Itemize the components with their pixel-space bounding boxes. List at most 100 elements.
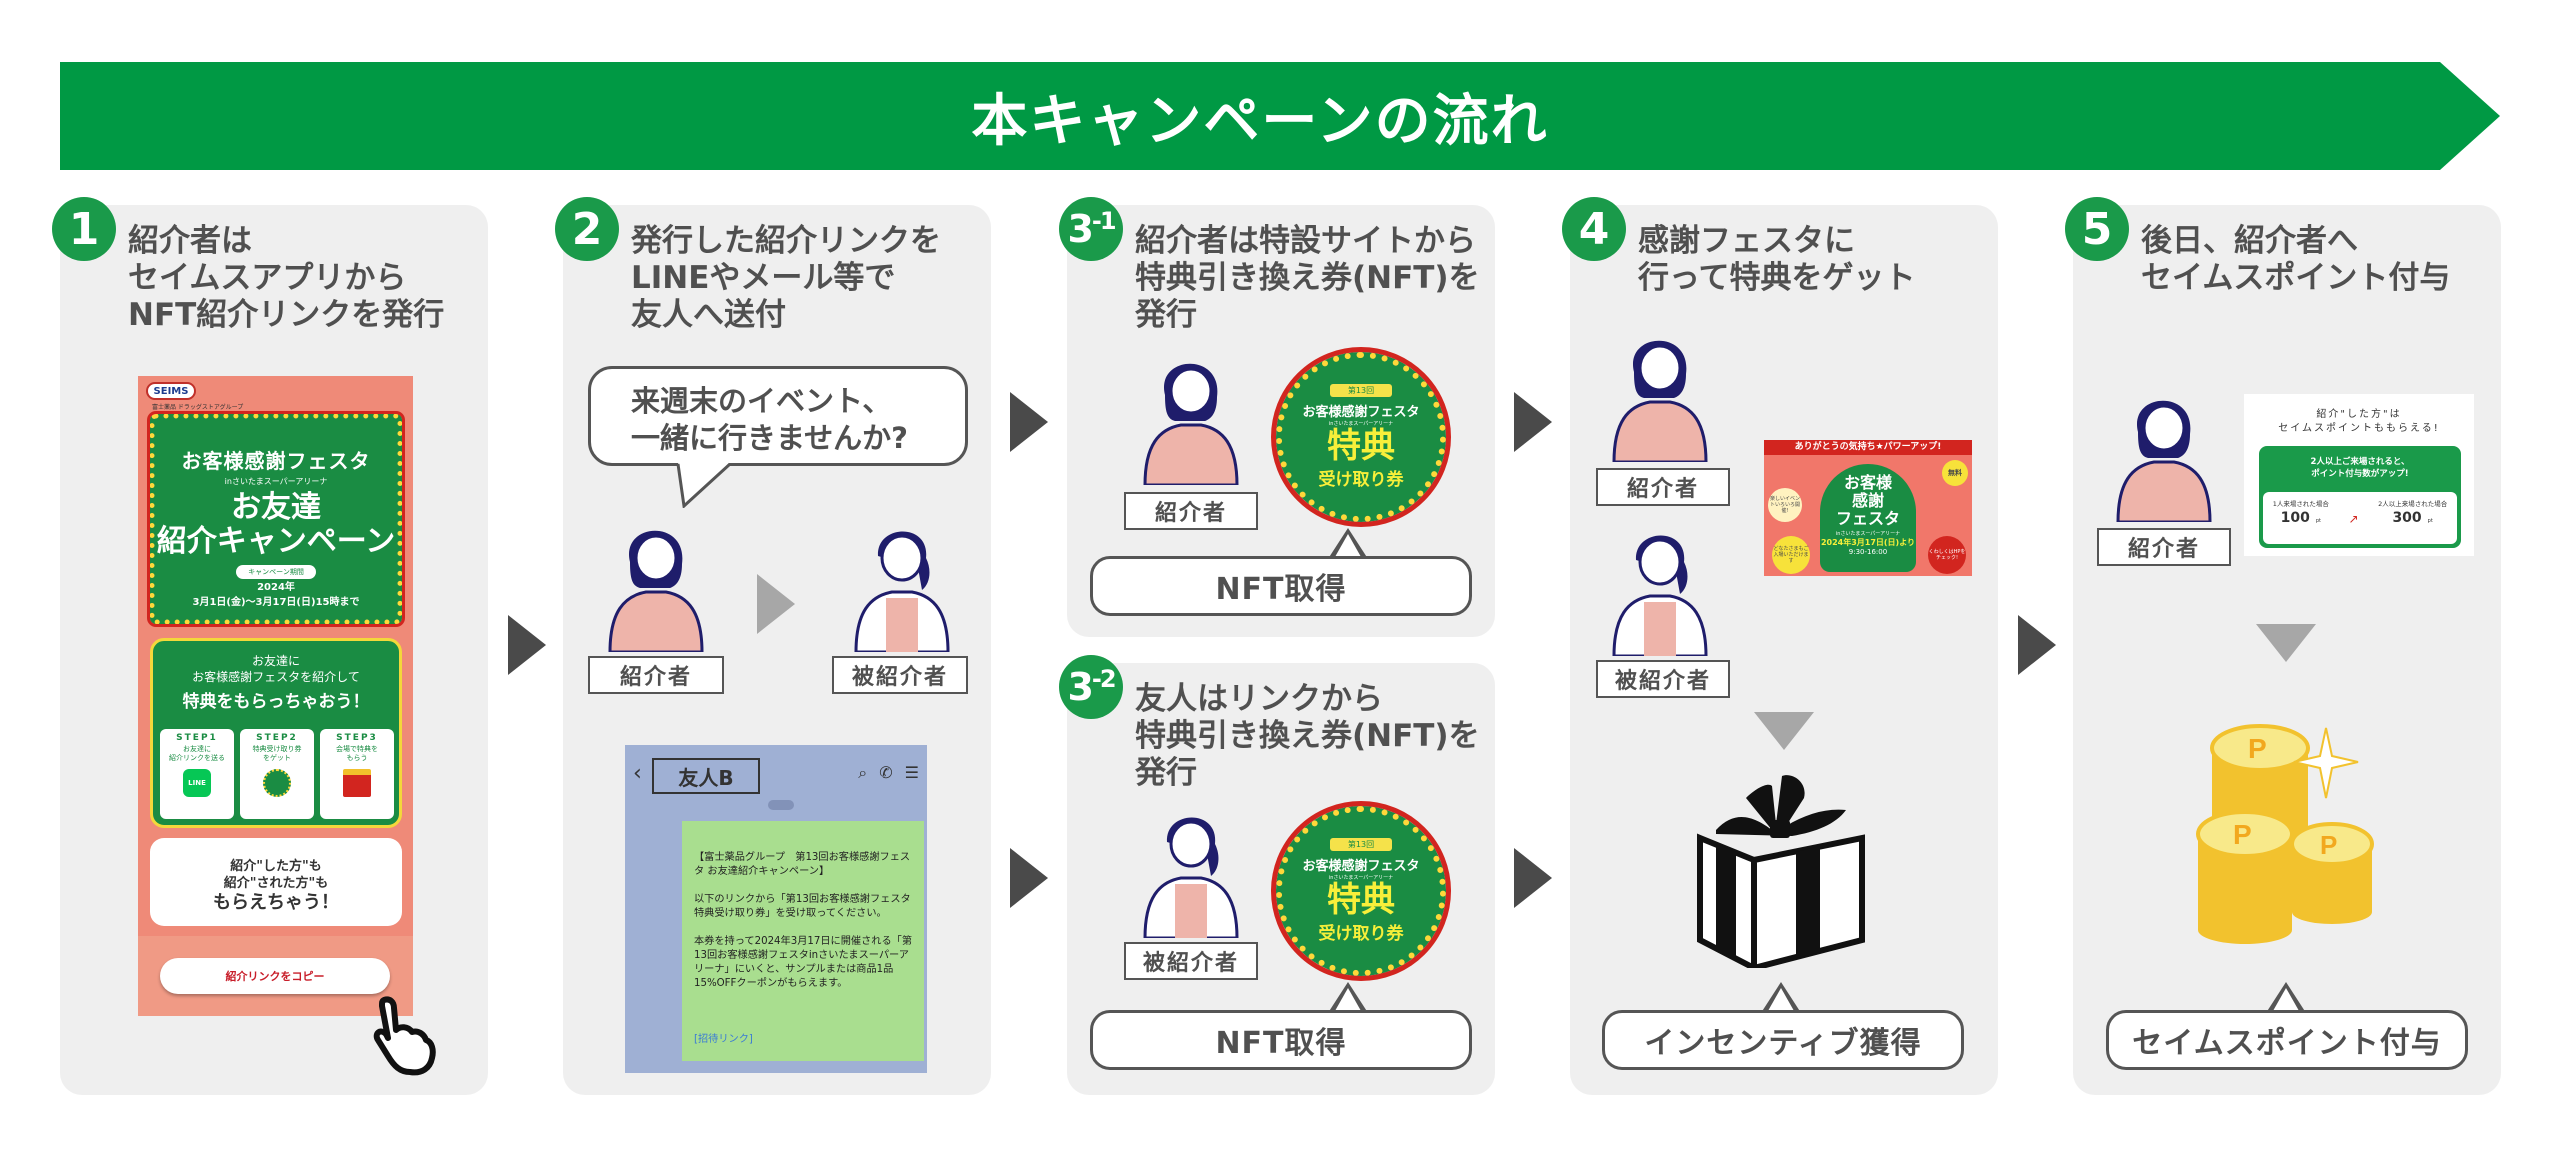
search-icon[interactable]: ⌕: [858, 763, 868, 782]
case-2-label: 2人以上来場された場合: [2378, 500, 2448, 508]
phone-footer: 紹介リンクをコピー: [138, 936, 413, 1016]
invite-link[interactable]: [招待リンク]: [694, 1034, 753, 1045]
referee-label: 被紹介者: [1596, 660, 1730, 698]
logo-subtext: 富士薬品 ドラッグストアグループ: [152, 404, 244, 411]
point-coins-icon: P P P: [2196, 724, 2374, 944]
incentive-acquired-callout: インセンティブ獲得: [1602, 1010, 1964, 1070]
case-2-value: 300: [2392, 510, 2422, 526]
flow-arrow-3-1-to-4: [1514, 392, 1552, 452]
mini-steps: STEP1 お友達に 紹介リンクを送る LINE STEP2 特典受け取り券 を…: [160, 729, 394, 819]
unit: pt: [2427, 518, 2433, 524]
ticket-icon: [263, 769, 291, 797]
svg-text:P: P: [2320, 830, 2337, 860]
nft-acquired-callout-2: NFT取得: [1090, 1010, 1472, 1070]
invite-speech-bubble: 来週末のイベント、 一緒に行きませんか?: [588, 366, 968, 466]
chat-contact-name: 友人B: [652, 758, 760, 794]
step-3-1-badge: 3-1: [1059, 197, 1123, 261]
campaign-board: お客様感謝フェスタ inさいたまスーパーアリーナ お友達 紹介キャンペーン キャ…: [147, 411, 405, 627]
header-arrow-shape: [60, 62, 2500, 170]
mini-step-text: 会場で特典を もらう: [336, 745, 378, 762]
referrer-person-icon: [1143, 363, 1239, 485]
banner-note-left: 楽しいイベントいろいろ開催!: [1768, 488, 1802, 522]
gift-box-icon: [1697, 775, 1865, 968]
campaign-flow-header: 本キャンペーンの流れ: [60, 62, 2500, 170]
flow-arrow-3-2-to-4: [1514, 848, 1552, 908]
both-line-1: 紹介"した方"も: [230, 859, 322, 874]
ticket-venue: inさいたまスーパーアリーナ: [1328, 875, 1394, 881]
line-chat-mockup: ‹ 友人B ⌕ ✆ ☰ 【富士薬品グループ 第13回お客様感謝フェスタ お友達紹…: [625, 745, 927, 1073]
date-chip: [768, 800, 794, 810]
mini-step-label: STEP2: [256, 733, 298, 743]
step-3-2-title: 友人はリンクから 特典引き換え券(NFT)を 発行: [1135, 681, 1480, 791]
referee-label: 被紹介者: [832, 656, 968, 694]
intro-card: お友達に お客様感謝フェスタを紹介して 特典をもらっちゃおう！ STEP1 お友…: [150, 638, 402, 828]
coin-stack-right: P: [2290, 822, 2374, 924]
both-receive-card: 紹介"した方"も 紹介"された方"も もらえちゃう！: [150, 838, 402, 926]
ticket-venue: inさいたまスーパーアリーナ: [1328, 421, 1394, 427]
svg-text:P: P: [2248, 733, 2267, 764]
mini-step-3: STEP3 会場で特典を もらう: [320, 729, 394, 819]
points-case-2: 2人以上来場された場合 300 pt: [2378, 492, 2447, 544]
referrer-label: 紹介者: [1124, 492, 1258, 530]
referrer-person-icon: [608, 530, 704, 652]
gift-icon: [343, 769, 371, 797]
step-5-title: 後日、紹介者へ セイムスポイント付与: [2141, 223, 2451, 296]
referrer-label: 紹介者: [588, 656, 724, 694]
ticket-event: お客様感謝フェスタ: [1302, 859, 1420, 874]
app-screen-mockup: SEIMS 富士薬品 ドラッグストアグループ お客様感謝フェスタ inさいたまス…: [138, 376, 413, 1016]
intro-line-1: お友達に: [251, 654, 300, 668]
step-4-badge: 4: [1562, 197, 1626, 261]
banner-free-badge: 無料: [1942, 460, 1968, 486]
mini-step-label: STEP1: [176, 733, 218, 743]
bubble-text: 来週末のイベント、 一緒に行きませんか?: [631, 384, 908, 455]
banner-date: 2024年3月17日(日)より: [1820, 538, 1916, 547]
message-text: 【富士薬品グループ 第13回お客様感謝フェスタ お友達紹介キャンペーン】 以下の…: [694, 852, 913, 989]
flow-arrow-4-to-5: [2018, 615, 2056, 675]
banner-venue: inさいたまスーパーアリーナ: [1835, 531, 1901, 537]
referee-person-icon: [1612, 535, 1708, 656]
svg-text:P: P: [2233, 819, 2252, 850]
event-venue: inさいたまスーパーアリーナ: [224, 477, 328, 486]
nft-ticket-image: 第13回 お客様感謝フェスタ inさいたまスーパーアリーナ 特典 受け取り券: [1271, 801, 1451, 981]
nft-acquired-callout-1: NFT取得: [1090, 556, 1472, 616]
banner-event-name: お客様 感謝 フェスタ: [1835, 473, 1900, 528]
referrer-person-icon: [1612, 340, 1708, 462]
ticket-sub: 受け取り券: [1318, 924, 1404, 944]
case-1-value: 100: [2280, 510, 2310, 526]
referrer-label: 紹介者: [1596, 468, 1730, 506]
header-title: 本キャンペーンの流れ: [971, 88, 1549, 154]
both-line-2: 紹介"された方"も: [223, 876, 329, 891]
ticket-main: 特典: [1327, 426, 1395, 466]
coin-stack-left: P: [2196, 810, 2294, 944]
points-granted-callout: セイムスポイント付与: [2106, 1010, 2468, 1070]
period-year: 2024年: [257, 582, 295, 593]
referee-person-icon: [854, 531, 950, 652]
mini-step-text: 特典受け取り券 をゲット: [252, 745, 302, 762]
step-4-title: 感謝フェスタに 行って特典をゲット: [1638, 223, 1916, 296]
ticket-edition: 第13回: [1329, 838, 1393, 851]
phone-icon[interactable]: ✆: [879, 763, 893, 782]
mini-step-2: STEP2 特典受け取り券 をゲット: [240, 729, 314, 819]
referee-person-icon: [1143, 817, 1239, 938]
copy-referral-link-button[interactable]: 紹介リンクをコピー: [160, 958, 390, 994]
both-line-3: もらえちゃう！: [213, 892, 339, 913]
referrer-person-icon: [2116, 400, 2212, 522]
down-arrow: [2256, 624, 2316, 662]
points-headline: 紹介"した方"は セイムスポイントももらえる!: [2278, 409, 2440, 434]
festa-banner-image: ありがとうの気持ち★パワーアップ! お客様 感謝 フェスタ inさいたまスーパー…: [1764, 440, 1972, 576]
points-bonus-title: 2人以上ご来場されると、 ポイント付与数がアップ!: [2310, 457, 2410, 479]
sparkle-icon: [2293, 727, 2359, 799]
chat-toolbar: ⌕ ✆ ☰: [858, 763, 919, 783]
period-label: キャンペーン期間: [236, 565, 316, 579]
period-dates: 3月1日(金)～3月17日(日)15時まで: [192, 597, 360, 608]
ticket-main: 特典: [1327, 880, 1395, 920]
down-arrow: [1754, 712, 1814, 750]
banner-note-bottom-right: くわしくはHPをチェック!: [1928, 536, 1966, 574]
menu-icon[interactable]: ☰: [904, 763, 919, 782]
bubble-tail: [676, 462, 732, 508]
intro-line-2: お客様感謝フェスタを紹介して: [192, 670, 360, 684]
increase-arrow-icon: ↗: [2348, 512, 2359, 526]
back-chevron-icon[interactable]: ‹: [633, 761, 642, 786]
